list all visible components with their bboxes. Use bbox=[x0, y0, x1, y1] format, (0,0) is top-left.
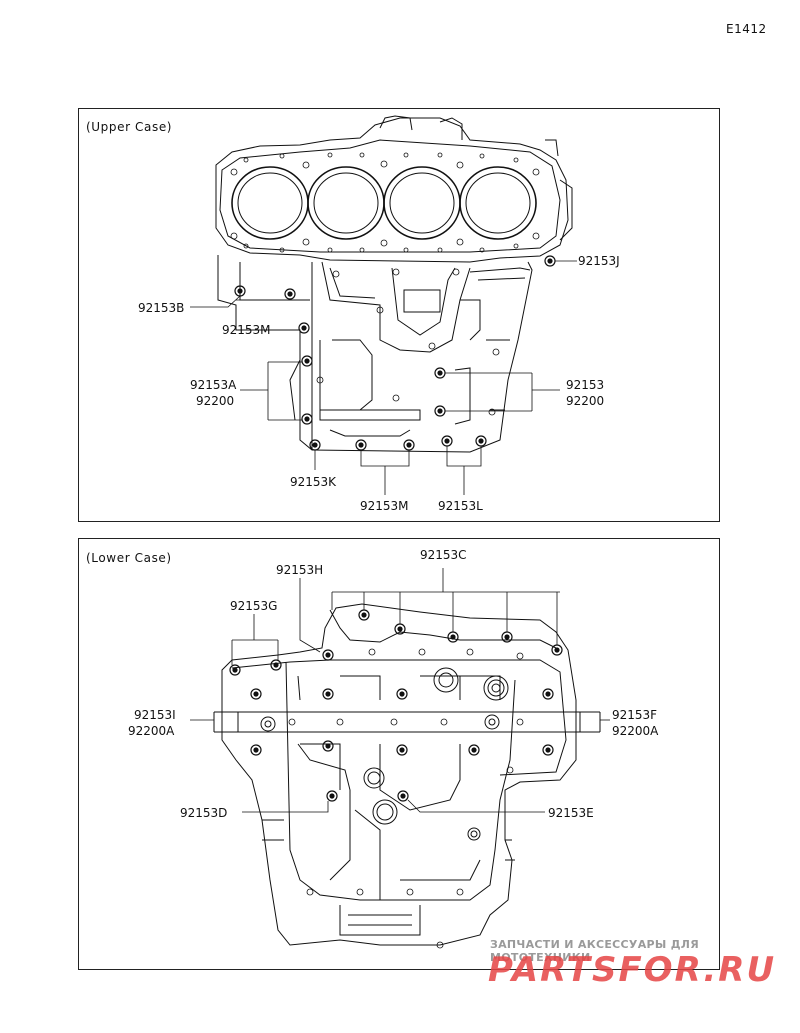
label-92153a: 92153A bbox=[190, 378, 237, 392]
watermark-subtitle: ЗАПЧАСТИ И АКСЕССУАРЫ ДЛЯ МОТОТЕХНИКИ bbox=[490, 938, 700, 964]
label-92153i: 92153I bbox=[134, 708, 176, 722]
label-92153: 92153 bbox=[566, 378, 604, 392]
label-92200-upper-right: 92200 bbox=[566, 394, 604, 408]
label-92153c: 92153C bbox=[420, 548, 467, 562]
watermark-brand: PARTSFOR.RU bbox=[488, 950, 777, 990]
upper-crankcase-drawing bbox=[190, 115, 577, 495]
label-92153e: 92153E bbox=[548, 806, 594, 820]
label-92200a-left: 92200A bbox=[128, 724, 175, 738]
diagram-code: E1412 bbox=[726, 22, 767, 36]
upper-case-panel bbox=[78, 108, 720, 522]
label-92200-upper-left: 92200 bbox=[196, 394, 234, 408]
label-92153j: 92153J bbox=[578, 254, 620, 268]
label-92153g: 92153G bbox=[230, 599, 277, 613]
upper-case-title: (Upper Case) bbox=[86, 120, 173, 134]
label-92153k: 92153K bbox=[290, 475, 337, 489]
label-92200a-right: 92200A bbox=[612, 724, 659, 738]
label-92153m-upper: 92153M bbox=[222, 323, 271, 337]
label-92153f: 92153F bbox=[612, 708, 657, 722]
label-92153m-lower: 92153M bbox=[360, 499, 409, 513]
label-92153l: 92153L bbox=[438, 499, 483, 513]
label-92153b: 92153B bbox=[138, 301, 184, 315]
label-92153h: 92153H bbox=[276, 563, 323, 577]
lower-case-title: (Lower Case) bbox=[86, 551, 172, 565]
label-92153d: 92153D bbox=[180, 806, 227, 820]
lower-crankcase-drawing bbox=[190, 568, 610, 949]
